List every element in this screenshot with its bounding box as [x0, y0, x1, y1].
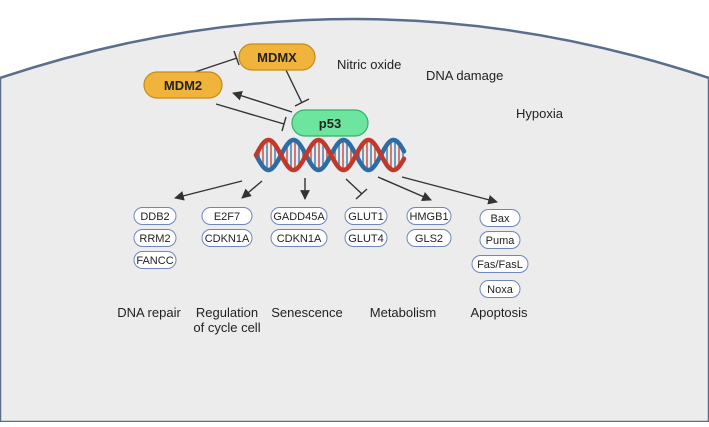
p53-activates-mdm2-edge [232, 91, 293, 113]
gene-label-cdkn1a: CDKN1A [205, 233, 250, 245]
metabolism-glut-inhibit-bar [355, 188, 368, 200]
apoptosis-arrow [401, 176, 498, 205]
metabolism-glut-inhibit-edge [345, 178, 363, 195]
gene-label-noxa: Noxa [487, 284, 514, 296]
gene-pill-rrm2 [133, 229, 177, 247]
gene-label-e2f7: E2F7 [214, 211, 240, 223]
mdmx-label: MDMX [257, 50, 297, 65]
gene-label-gadd45a: GADD45A [273, 211, 325, 223]
regulatory-edges [191, 50, 310, 132]
dna-strand [253, 137, 407, 173]
cell-cycle-label-line2: of cycle cell [193, 320, 260, 335]
nitric-oxide-label: Nitric oxide [337, 57, 401, 72]
metabolism-hmgb1-arrow [377, 176, 432, 201]
gene-label-glut1: GLUT1 [348, 211, 383, 223]
gene-label-fas-fasl: Fas/FasL [477, 259, 523, 271]
dna-repair-arrow [174, 180, 243, 201]
apoptosis-label: Apoptosis [470, 305, 528, 320]
mdm2-label: MDM2 [164, 78, 202, 93]
cell-cycle-label-line1: Regulation [196, 305, 258, 320]
mdm2-inhibits-p53-bar [281, 116, 287, 132]
gene-pill-hmgb1 [406, 207, 452, 225]
mdm2-inhibits-mdmx-bar [233, 50, 240, 66]
gene-label-glut4: GLUT4 [348, 233, 383, 245]
p53-label: p53 [319, 116, 341, 131]
cell-cycle-arrow [241, 180, 263, 199]
gene-label-ddb2: DDB2 [140, 211, 169, 223]
downstream-edges [174, 176, 498, 205]
mdm2-inhibits-mdmx-edge [191, 57, 238, 74]
mdm2-node [143, 71, 223, 99]
gene-pill-bax [479, 209, 521, 227]
dna-double-helix-icon [253, 137, 407, 173]
hypoxia-label: Hypoxia [516, 106, 564, 121]
mdmx-inhibits-p53-bar [294, 98, 310, 107]
dna-repair-label: DNA repair [117, 305, 181, 320]
mdmx-inhibits-p53-edge [284, 67, 303, 104]
gene-pill-e2f7 [201, 207, 253, 225]
gene-pill-cdkn1a [270, 229, 328, 247]
gene-pill-cdkn1a [201, 229, 253, 247]
gene-pill-glut4 [344, 229, 388, 247]
gene-pill-ddb2 [133, 207, 177, 225]
senescence-label: Senescence [271, 305, 343, 320]
gene-label-bax: Bax [491, 213, 510, 225]
gene-label-puma: Puma [486, 235, 516, 247]
dna-damage-label: DNA damage [426, 68, 503, 83]
gene-pill-noxa [479, 280, 521, 298]
gene-pill-fas-fasl [471, 255, 529, 273]
gene-pill-puma [479, 231, 521, 249]
gene-pill-gadd45a [270, 207, 328, 225]
p53-node [291, 109, 369, 137]
gene-label-rrm2: RRM2 [139, 233, 170, 245]
mdmx-node [238, 43, 316, 71]
gene-label-hmgb1: HMGB1 [409, 211, 448, 223]
gene-label-gls2: GLS2 [415, 233, 443, 245]
gene-label-cdkn1a: CDKN1A [277, 233, 322, 245]
gene-pill-fancc [133, 251, 177, 269]
metabolism-label: Metabolism [370, 305, 436, 320]
mdm2-inhibits-p53-edge [215, 103, 285, 125]
gene-label-fancc: FANCC [136, 255, 173, 267]
gene-pill-gls2 [406, 229, 452, 247]
gene-pill-glut1 [344, 207, 388, 225]
